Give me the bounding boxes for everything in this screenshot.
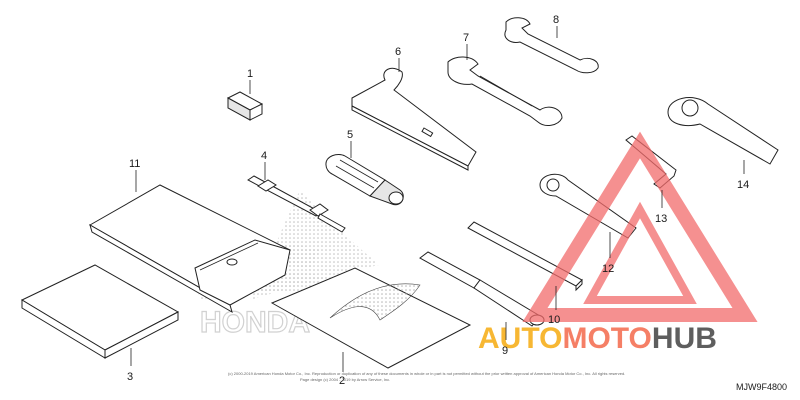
label-part-12: 12: [602, 263, 614, 275]
label-part-11: 11: [129, 158, 140, 170]
label-part-2: 2: [339, 375, 345, 387]
label-part-5: 5: [347, 129, 353, 141]
part-4-screwdriver-shaft: [247, 175, 346, 233]
label-part-14: 14: [737, 179, 749, 191]
part-12-box-wrench: [539, 173, 637, 239]
part-6-hook-wrench: [351, 67, 477, 171]
label-part-3: 3: [127, 371, 133, 383]
label-part-8: 8: [553, 14, 559, 26]
part-8-small-wrench: [504, 17, 599, 74]
part-1-fuse-puller: [226, 91, 264, 121]
part-7-open-end-wrench: [447, 56, 563, 126]
label-part-9: 9: [502, 345, 508, 357]
label-part-1: 1: [247, 68, 253, 80]
part-2-information-sheet: [270, 267, 472, 369]
label-part-6: 6: [395, 46, 401, 58]
watermark-text: AUTOMOTOHUB: [478, 322, 717, 355]
drawing-code: MJW9F4800: [736, 382, 787, 392]
watermark-hub: HUB: [652, 322, 717, 355]
label-part-7: 7: [463, 32, 469, 44]
part-11-tool-bag: [88, 184, 291, 314]
label-part-10: 10: [548, 314, 560, 326]
label-part-13: 13: [655, 213, 667, 225]
part-14-spanner: [667, 97, 779, 165]
part-10-handle-bar: [467, 221, 583, 292]
watermark-moto: MOTO: [562, 322, 651, 355]
label-part-4: 4: [261, 150, 267, 162]
copyright-line-2: Page design (c) 2004 - 2019 by Arrow Ser…: [300, 377, 390, 382]
automotohub-watermark: AUTOMOTOHUB: [478, 131, 758, 355]
part-number-labels: 1 2 3 4 5 6 7 8 9 10 11 12 13 14: [127, 14, 749, 387]
copyright-line-1: (c) 2000-2019 American Honda Motor Co., …: [228, 371, 625, 376]
leader-lines: [130, 26, 745, 372]
part-3-owners-manual: [20, 264, 180, 359]
watermark-auto: AUTO: [478, 322, 562, 355]
part-5-screwdriver-handle: [325, 153, 404, 206]
